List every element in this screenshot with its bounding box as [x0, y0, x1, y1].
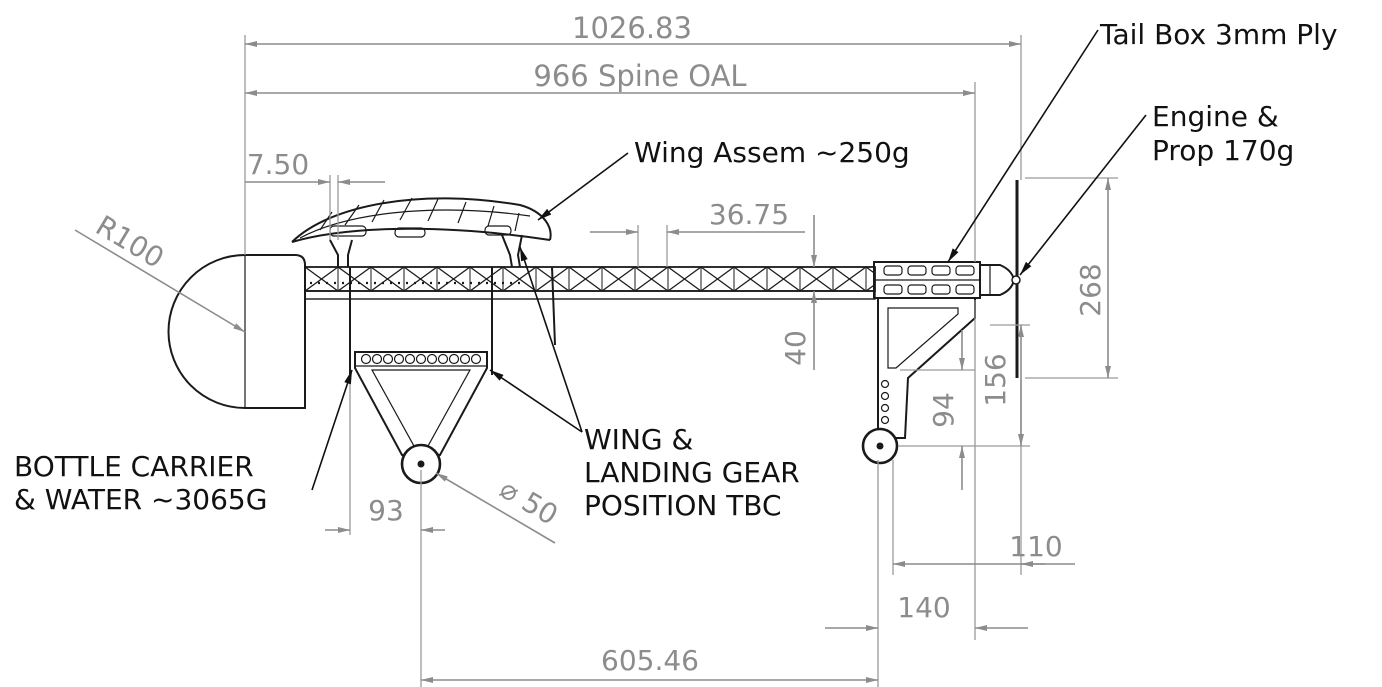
- dim-overall-label: 1026.83: [572, 11, 692, 45]
- wing-inner-line: [299, 209, 531, 239]
- wing-spar-slot: [484, 225, 512, 236]
- bottle-carrier-inner: [370, 369, 472, 447]
- dim-gear-offset-label: 93: [368, 494, 404, 527]
- wing-mount-front: [329, 239, 353, 267]
- engine-leader: [1019, 114, 1147, 276]
- dim-wheel-height-label: 94: [927, 392, 960, 428]
- wing-drop-line: [551, 266, 556, 346]
- dim-spine-height-label: 40: [779, 330, 812, 366]
- dim-truss-pitch-label: 36.75: [709, 198, 789, 231]
- wing-ribs: [319, 197, 520, 232]
- tail-leg-holes: [880, 379, 890, 425]
- engine-note-line2: Prop 170g: [1152, 134, 1294, 167]
- dim-tail-box-offset-label: 140: [897, 591, 950, 624]
- dim-radius-label: R100: [90, 209, 169, 275]
- dimension-labels: 1026.83 966 Spine OAL 7.50 36.75 40 268 …: [90, 11, 1107, 677]
- main-wheel-hub: [417, 460, 425, 468]
- wing-spar-slot: [394, 227, 426, 238]
- dim-spine-label: 966 Spine OAL: [533, 59, 746, 93]
- wing-upper-skin: [291, 197, 552, 243]
- wing-mount-rear: [501, 234, 523, 268]
- bottle-leader: [311, 369, 353, 491]
- tail-box-note: Tail Box 3mm Ply: [1099, 18, 1338, 51]
- dim-wheel-dia-leader: [435, 472, 556, 544]
- wing-gear-note-line3: POSITION TBC: [584, 489, 782, 522]
- engine-body: [979, 264, 1016, 296]
- bottle-carrier-holes: [360, 353, 482, 365]
- dim-tail-height-label: 268: [1074, 263, 1107, 316]
- wing-gear-note-line2: LANDING GEAR: [584, 456, 800, 489]
- wing-gear-note-line1: WING &: [584, 423, 693, 456]
- bottle-note-line1: BOTTLE CARRIER: [14, 450, 254, 483]
- dim-tail-wheel-offset-label: 110: [1009, 530, 1062, 563]
- spine-lower-rail: [304, 290, 876, 300]
- dimension-lines: [74, 35, 1118, 687]
- tail-box-cutouts: [883, 265, 975, 295]
- aircraft-model: [167, 180, 1021, 485]
- wing-gear-leader: [489, 369, 583, 433]
- dim-front-offset-label: 7.50: [247, 148, 309, 181]
- dim-tail-depth-label: 156: [979, 353, 1012, 406]
- prop-hub: [1011, 275, 1021, 285]
- spine-truss: [304, 266, 876, 292]
- dim-gear-spacing-label: 605.46: [601, 644, 699, 677]
- wing-leader: [537, 152, 629, 221]
- wing-note: Wing Assem ~250g: [634, 136, 910, 169]
- wing-gear-leader: [519, 246, 583, 433]
- tail-box-leader: [947, 29, 1099, 263]
- leader-lines: [311, 29, 1147, 491]
- bottle-carrier-frame: [354, 351, 488, 456]
- dim-wheel-dia-label: ⌀ 50: [494, 472, 564, 532]
- engine-note-line1: Engine &: [1152, 100, 1279, 133]
- tail-leg-cutout: [887, 307, 959, 369]
- tail-wheel-hub: [876, 442, 884, 450]
- nose-dome: [167, 254, 246, 409]
- nose-block: [245, 254, 306, 409]
- wing-lower-skin: [291, 227, 551, 243]
- dim-radius-leader: [74, 229, 246, 333]
- bottle-note-line2: & WATER ~3065G: [14, 483, 267, 516]
- callout-notes: Tail Box 3mm Ply Engine & Prop 170g Wing…: [14, 18, 1338, 522]
